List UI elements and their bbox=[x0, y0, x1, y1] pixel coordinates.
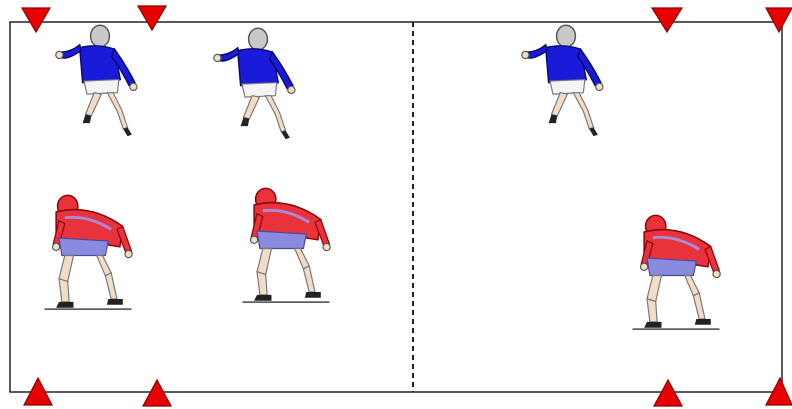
defender-1 bbox=[45, 195, 133, 309]
cone-top-4 bbox=[766, 8, 792, 32]
attacker-2 bbox=[214, 28, 295, 139]
attacker-3 bbox=[522, 25, 603, 136]
cone-top-1 bbox=[22, 8, 50, 32]
cone-top-2 bbox=[138, 6, 166, 30]
defender-3 bbox=[633, 215, 721, 329]
cone-top-3 bbox=[652, 8, 682, 32]
defender-2 bbox=[243, 188, 331, 302]
cone-bottom-3 bbox=[654, 380, 682, 406]
cone-bottom-2 bbox=[143, 380, 171, 406]
attacker-1 bbox=[56, 25, 137, 136]
